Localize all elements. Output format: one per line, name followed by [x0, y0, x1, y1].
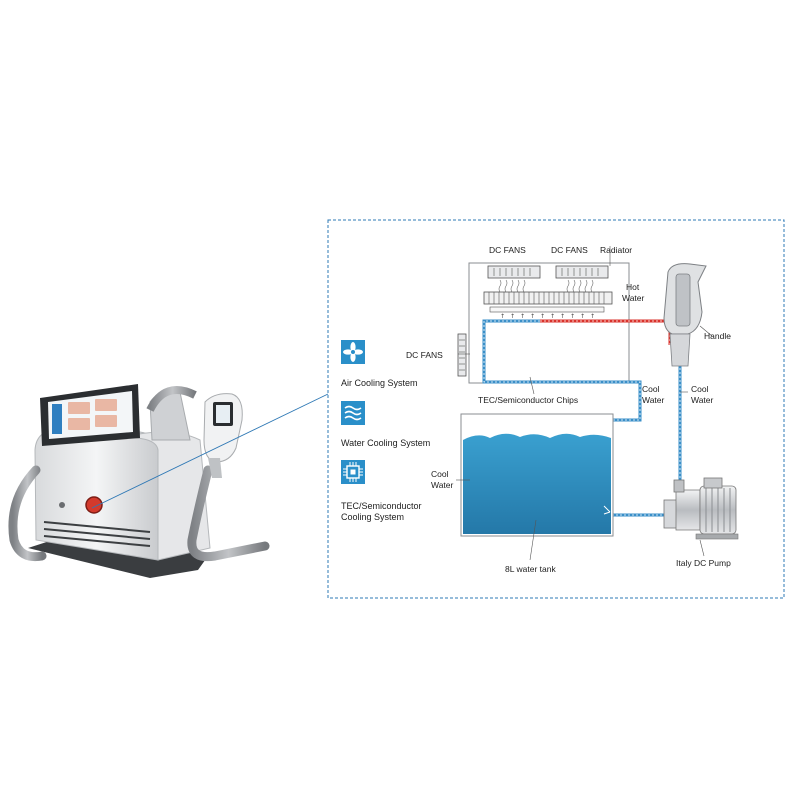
- emergency-button: [85, 496, 103, 514]
- cool-water-mid-label-line1: Cool: [642, 384, 660, 394]
- cool-water-pipe-mid: [482, 319, 642, 422]
- dc-fan-right: [555, 265, 609, 279]
- cool-water-tank-label-line2: Water: [431, 480, 454, 490]
- svg-text:↑: ↑: [510, 313, 515, 320]
- right-hose: [187, 465, 270, 562]
- svg-text:↑: ↑: [520, 313, 525, 320]
- handle-label: Handle: [704, 331, 731, 341]
- cool-water-right-label-line2: Water: [691, 395, 714, 405]
- dc-fans-top-right-label: DC FANS: [551, 245, 588, 255]
- hot-water-label-line2: Water: [622, 293, 645, 303]
- water-tank: [460, 413, 614, 537]
- dc-fan-side: [457, 333, 467, 377]
- water-cooling-label: Water Cooling System: [341, 438, 430, 448]
- dc-pump: [663, 477, 739, 540]
- device-screen-ui: [68, 399, 117, 430]
- callout-line: [91, 393, 329, 509]
- svg-text:↑: ↑: [570, 313, 575, 320]
- tec-cooling-legend: TEC/Semiconductor Cooling System: [341, 460, 422, 522]
- radiator-fins: [483, 291, 613, 305]
- svg-text:↑: ↑: [590, 313, 595, 320]
- cool-water-right-label-line1: Cool: [691, 384, 709, 394]
- dc-fans-side-label: DC FANS: [406, 350, 443, 360]
- cool-water-mid-label-line2: Water: [642, 395, 665, 405]
- svg-text:↑: ↑: [540, 313, 545, 320]
- svg-text:↑: ↑: [580, 313, 585, 320]
- tec-cooling-label-line2: Cooling System: [341, 512, 404, 522]
- svg-text:↑: ↑: [550, 313, 555, 320]
- diagram-frame: [327, 219, 785, 599]
- left-hose: [8, 465, 47, 562]
- svg-text:↑: ↑: [500, 313, 505, 320]
- air-cooling-legend: Air Cooling System: [341, 340, 418, 388]
- device-vents: [43, 521, 151, 547]
- cryolipolysis-device-image: [8, 384, 270, 578]
- radiator-label: Radiator: [600, 245, 632, 255]
- cool-water-tank-label-line1: Cool: [431, 469, 449, 479]
- svg-text:↑: ↑: [530, 313, 535, 320]
- power-switch: [59, 502, 65, 508]
- tec-cooling-label-line1: TEC/Semiconductor: [341, 501, 422, 511]
- svg-text:↑: ↑: [560, 313, 565, 320]
- pump-label: Italy DC Pump: [676, 558, 731, 568]
- radiator-box: ↑ ↑ ↑ ↑ ↑ ↑ ↑ ↑ ↑ ↑: [468, 246, 630, 384]
- water-cooling-legend: Water Cooling System: [341, 401, 430, 448]
- handle-piece: [663, 263, 713, 367]
- dc-fan-left: [487, 265, 541, 279]
- tec-chips: [489, 306, 605, 313]
- dc-fans-top-left-label: DC FANS: [489, 245, 526, 255]
- hot-water-label-line1: Hot: [626, 282, 640, 292]
- tank-label: 8L water tank: [505, 564, 556, 574]
- air-cooling-label: Air Cooling System: [341, 378, 418, 388]
- tec-chips-label: TEC/Semiconductor Chips: [478, 395, 578, 405]
